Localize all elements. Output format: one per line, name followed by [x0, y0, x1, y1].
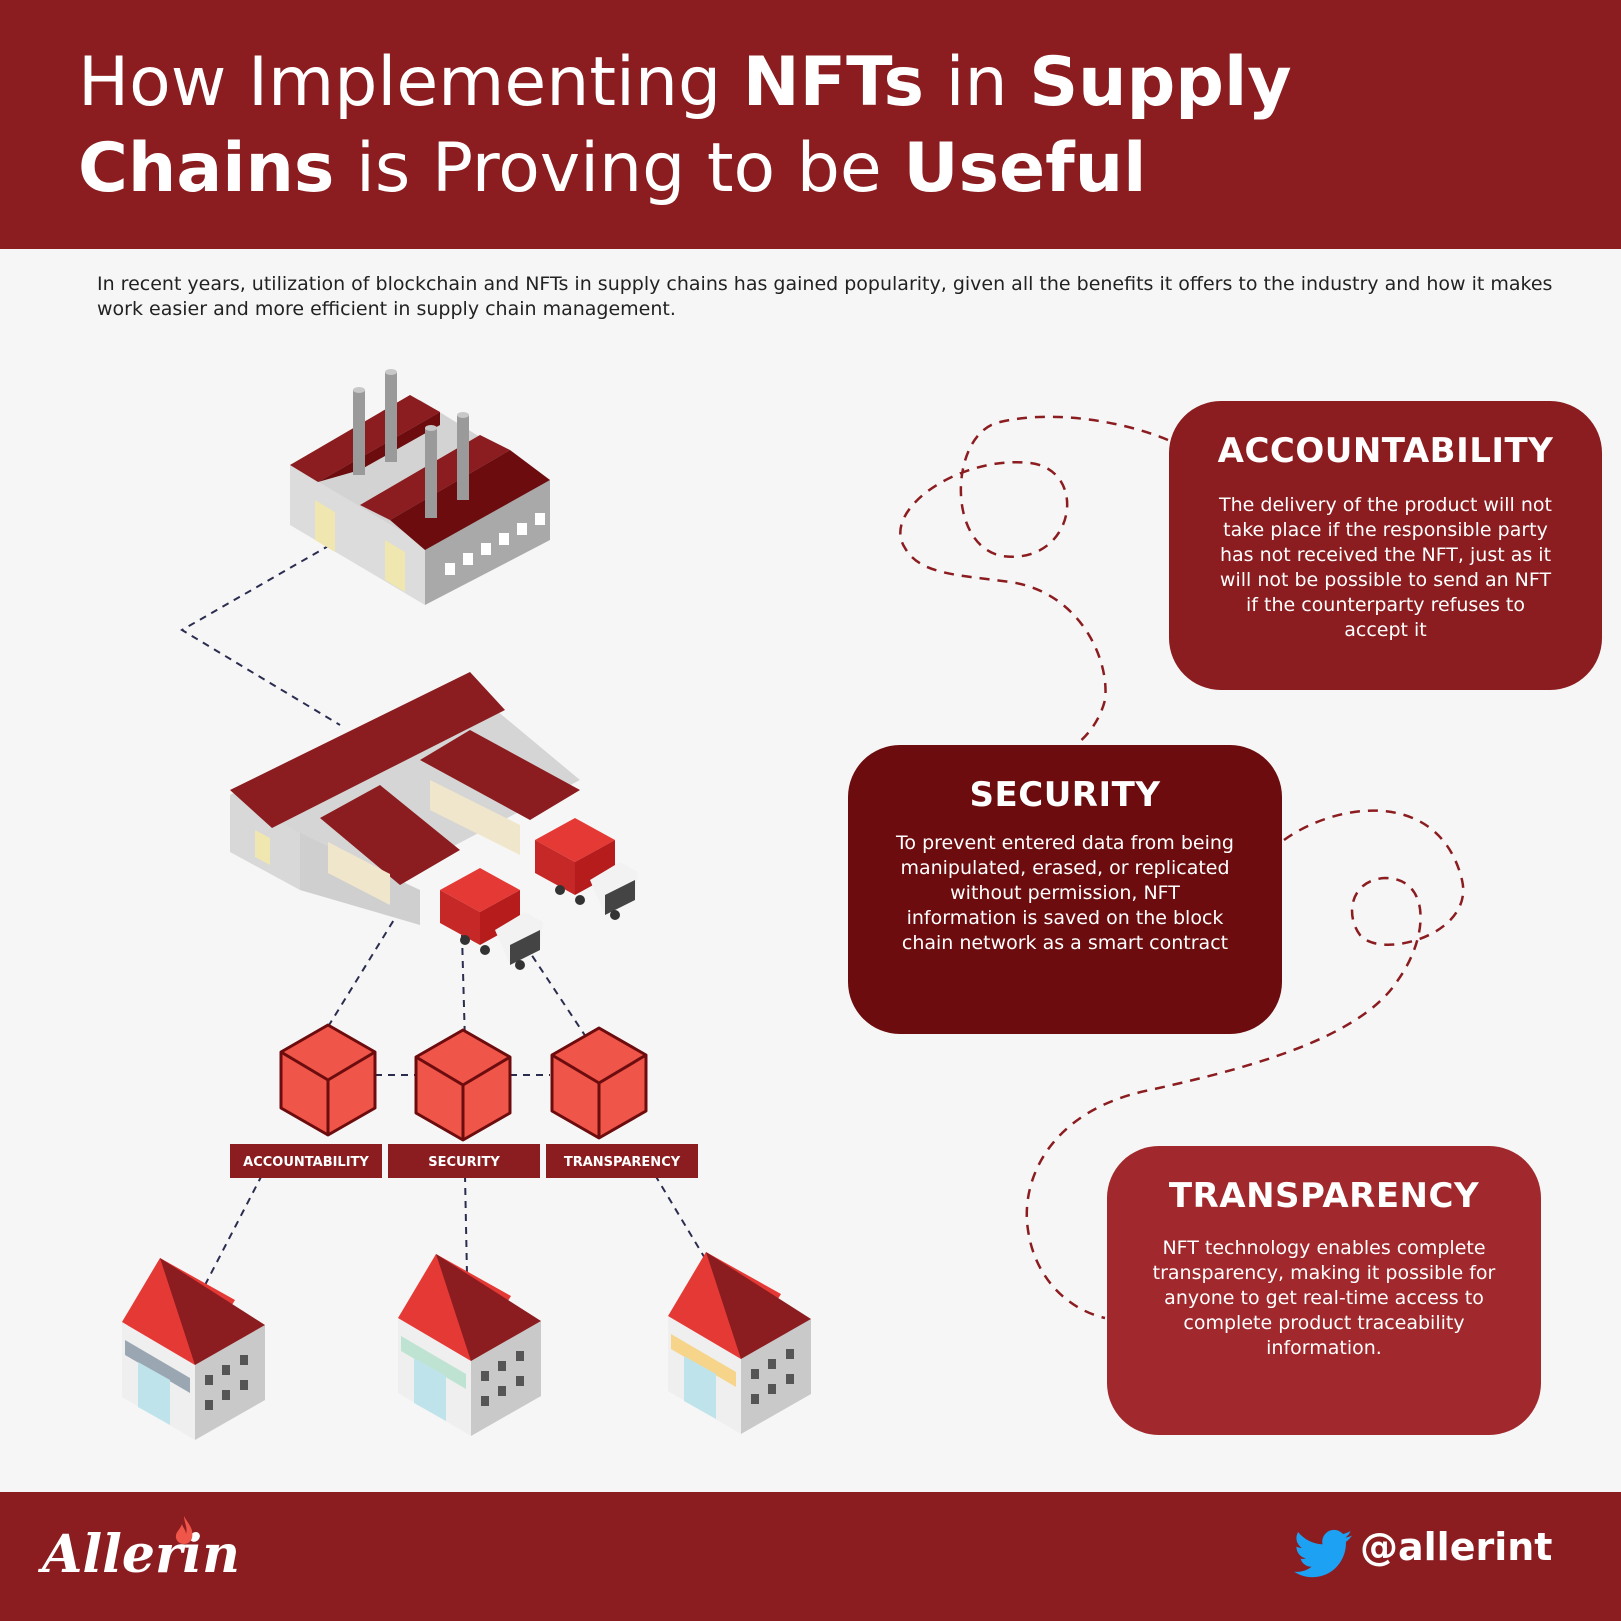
truck-icon [535, 818, 638, 920]
label-tag [546, 1144, 698, 1178]
label-tag [388, 1144, 540, 1178]
store-icon [398, 1254, 541, 1436]
label-transparency: TRANSPARENCY [564, 1155, 681, 1170]
supply-chain-illustration: ACCOUNTABILITY SECURITY TRANSPARENCY [122, 369, 1465, 1440]
footer: Allerin @allerint [0, 1492, 1621, 1621]
warehouse-icon [230, 672, 580, 925]
flame-icon [175, 1516, 193, 1544]
blockchain-cube-icon [279, 1023, 377, 1137]
label-security: SECURITY [428, 1155, 500, 1170]
blockchain-cube-icon [550, 1026, 648, 1140]
label-tag [230, 1144, 382, 1178]
diagram-connectors [180, 544, 713, 1286]
label-accountability: ACCOUNTABILITY [243, 1155, 369, 1170]
accountability-card: ACCOUNTABILITY The delivery of the produ… [1169, 401, 1602, 690]
card-text: The delivery of the product will not tak… [1219, 494, 1552, 641]
title-bold: NFTs [742, 43, 924, 122]
card-text: To prevent entered data from being manip… [896, 832, 1234, 954]
blockchain-cube-icon [414, 1028, 512, 1142]
title-bold: Supply Chains [78, 43, 1292, 208]
card-text: NFT technology enables complete transpar… [1152, 1237, 1496, 1359]
twitter-bird-icon[interactable] [1294, 1528, 1352, 1580]
title-part: is Proving to be [334, 129, 904, 208]
card-heading: TRANSPARENCY [1168, 1176, 1480, 1216]
factory-icon [290, 369, 550, 605]
brand-logo[interactable]: Allerin [42, 1516, 240, 1598]
title-part: in [923, 43, 1030, 122]
page-title: How Implementing NFTs in Supply Chains i… [78, 40, 1538, 212]
twitter-handle[interactable]: @allerint [1360, 1525, 1553, 1569]
dashed-path [899, 415, 1169, 744]
security-card: SECURITY To prevent entered data from be… [848, 745, 1282, 1034]
brand-name: Allerin [42, 1524, 240, 1585]
card-heading: SECURITY [969, 775, 1161, 815]
transparency-card: TRANSPARENCY NFT technology enables comp… [1107, 1146, 1541, 1435]
truck-icon [440, 868, 543, 970]
intro-text: In recent years, utilization of blockcha… [97, 273, 1553, 320]
store-icon [122, 1258, 265, 1440]
card-heading: ACCOUNTABILITY [1217, 431, 1554, 471]
title-part: How Implementing [78, 43, 743, 122]
header-banner: How Implementing NFTs in Supply Chains i… [0, 0, 1621, 249]
dashed-path [1025, 809, 1465, 1320]
store-icon [668, 1252, 811, 1434]
title-bold: Useful [903, 129, 1147, 208]
